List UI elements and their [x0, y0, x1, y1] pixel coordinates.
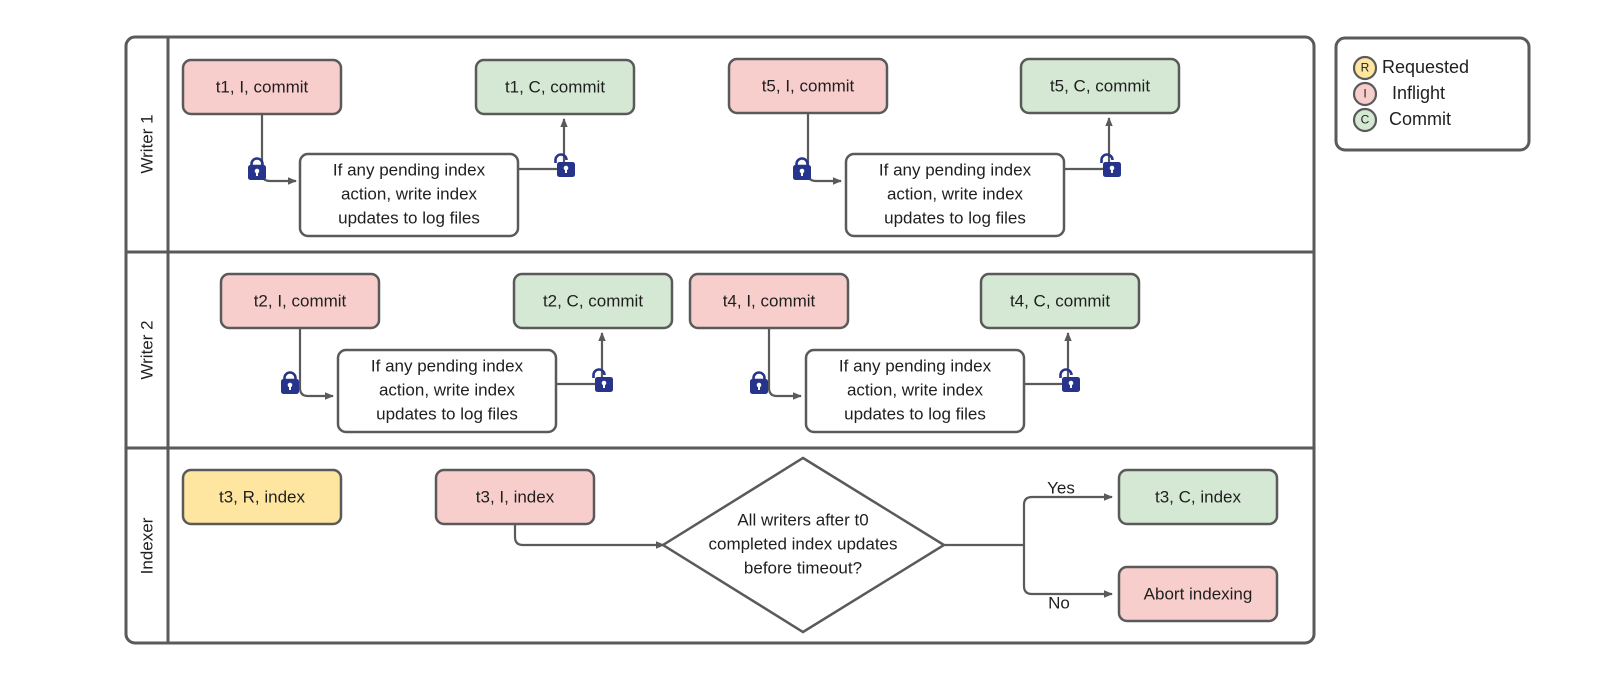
inflight-badge-letter: I — [1363, 87, 1366, 101]
node-w2-t4-inflight[interactable]: t4, I, commit — [688, 272, 850, 330]
legend-label-inflight: Inflight — [1392, 83, 1445, 103]
lock-closed-icon — [793, 157, 811, 180]
lock-open-icon — [1100, 153, 1121, 177]
process-line-2: action, write index — [847, 380, 984, 399]
process-line-1: If any pending index — [879, 160, 1032, 179]
decision-line-2: completed index updates — [708, 534, 897, 553]
edge-label-yes: Yes — [1047, 478, 1075, 497]
commit-badge-letter: C — [1361, 113, 1370, 127]
node-w1-t1-commit[interactable]: t1, C, commit — [474, 58, 636, 116]
lane-label-writer2: Writer 2 — [137, 320, 156, 379]
node-w1-t5-inflight[interactable]: t5, I, commit — [727, 57, 889, 115]
legend-item-commit: C Commit — [1352, 107, 1451, 133]
edge-w1-t1-to-process — [260, 114, 297, 185]
node-label: Abort indexing — [1144, 584, 1253, 603]
legend-label-commit: Commit — [1389, 109, 1451, 129]
process-w1-right[interactable]: If any pending index action, write index… — [844, 152, 1066, 238]
node-ix-t3-inflight[interactable]: t3, I, index — [434, 468, 596, 526]
edge-label-no: No — [1048, 593, 1070, 612]
node-w1-t5-commit[interactable]: t5, C, commit — [1019, 57, 1181, 115]
requested-badge-icon — [1352, 55, 1378, 81]
legend-item-requested: R Requested — [1352, 55, 1469, 81]
node-ix-t3-requested[interactable]: t3, R, index — [181, 468, 343, 526]
process-line-3: updates to log files — [338, 208, 480, 227]
node-w2-t2-inflight[interactable]: t2, I, commit — [219, 272, 381, 330]
lane-label-writer1: Writer 1 — [137, 114, 156, 173]
process-line-2: action, write index — [887, 184, 1024, 203]
decision-line-1: All writers after t0 — [737, 510, 868, 529]
process-line-1: If any pending index — [839, 356, 992, 375]
lock-open-icon — [1059, 368, 1080, 392]
lock-closed-icon — [248, 157, 266, 180]
node-label: t5, C, commit — [1050, 76, 1150, 95]
diagram-frame — [124, 35, 1316, 645]
legend-frame — [1334, 36, 1531, 152]
process-w1-left[interactable]: If any pending index action, write index… — [298, 152, 520, 238]
edge-w2-t2-to-process — [298, 327, 334, 400]
edge-ix-inflight-to-decision — [513, 522, 665, 549]
legend-label-requested: Requested — [1382, 57, 1469, 77]
lock-closed-icon — [281, 371, 299, 394]
lock-closed-icon — [750, 371, 768, 394]
process-line-1: If any pending index — [333, 160, 486, 179]
inflight-badge-icon — [1352, 81, 1378, 107]
edge-w1-process-to-t1c — [518, 118, 568, 171]
process-line-2: action, write index — [379, 380, 516, 399]
process-w2-right[interactable]: If any pending index action, write index… — [804, 348, 1026, 434]
edge-decision-no — [1022, 544, 1113, 598]
lock-open-icon — [592, 368, 613, 392]
decision-line-3: before timeout? — [744, 558, 862, 577]
node-w2-t2-commit[interactable]: t2, C, commit — [512, 272, 674, 330]
node-label: t3, C, index — [1155, 487, 1241, 506]
node-label: t1, C, commit — [505, 77, 605, 96]
lane-label-indexer: Indexer — [137, 517, 156, 574]
edge-w2-t4-to-process — [767, 327, 802, 400]
node-w1-t1-inflight[interactable]: t1, I, commit — [181, 58, 343, 116]
node-ix-t3-commit[interactable]: t3, C, index — [1117, 468, 1279, 526]
node-ix-abort[interactable]: Abort indexing — [1117, 565, 1279, 623]
process-line-2: action, write index — [341, 184, 478, 203]
process-line-1: If any pending index — [371, 356, 524, 375]
node-label: t5, I, commit — [762, 76, 855, 95]
node-label: t1, I, commit — [216, 77, 309, 96]
process-w2-left[interactable]: If any pending index action, write index… — [336, 348, 558, 434]
process-line-3: updates to log files — [844, 404, 986, 423]
edge-w2-process-to-t2c — [556, 332, 606, 386]
legend-panel: R Requested I Inflight C Commit — [1334, 36, 1531, 152]
node-label: t3, R, index — [219, 487, 305, 506]
requested-badge-letter: R — [1361, 61, 1370, 75]
process-line-3: updates to log files — [376, 404, 518, 423]
node-label: t3, I, index — [476, 487, 555, 506]
node-label: t4, I, commit — [723, 291, 816, 310]
process-line-3: updates to log files — [884, 208, 1026, 227]
node-label: t2, C, commit — [543, 291, 643, 310]
commit-badge-icon — [1352, 107, 1378, 133]
node-w2-t4-commit[interactable]: t4, C, commit — [979, 272, 1141, 330]
edge-w1-t5-to-process — [806, 113, 842, 185]
edge-decision-yes — [1022, 493, 1113, 546]
legend-item-inflight: I Inflight — [1352, 81, 1445, 107]
node-label: t4, C, commit — [1010, 291, 1110, 310]
decision-diamond[interactable]: All writers after t0 completed index upd… — [660, 456, 947, 634]
lock-open-icon — [554, 153, 575, 177]
node-label: t2, I, commit — [254, 291, 347, 310]
